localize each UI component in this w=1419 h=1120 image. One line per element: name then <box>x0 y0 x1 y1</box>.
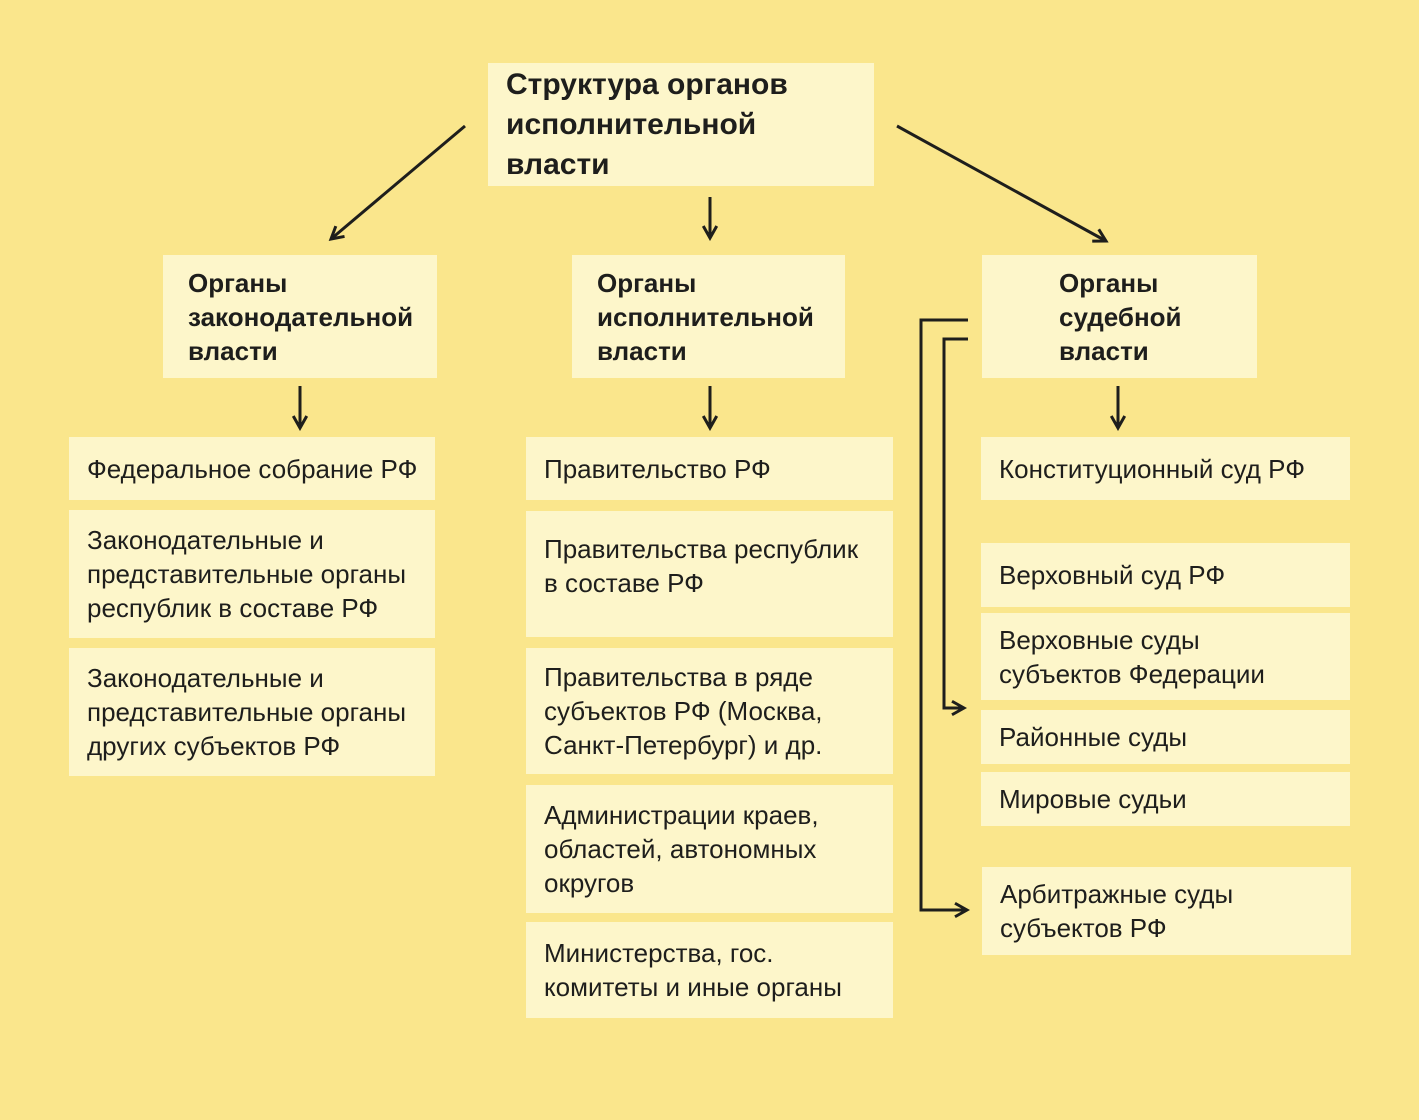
box-supreme-court: Верховный суд РФ <box>981 543 1350 607</box>
title-box: Структура органов исполнительной власти <box>488 63 874 186</box>
header-judicial: Органы судебной власти <box>982 255 1257 378</box>
connector-judicial-to-arbitration-courts <box>919 318 968 910</box>
box-legislative-republics: Законодательные и представительные орган… <box>69 510 435 638</box>
box-supreme-courts-subjects: Верховные суды субъектов Федерации <box>981 613 1350 700</box>
box-legislative-other-subjects: Законодательные и представительные орган… <box>69 648 435 776</box>
header-legislative: Органы законодательной власти <box>163 255 437 378</box>
connector-judicial-to-district-courts <box>942 337 968 708</box>
box-federal-assembly: Федеральное собрание РФ <box>69 437 435 500</box>
box-district-courts: Районные суды <box>981 710 1350 764</box>
box-administrations: Администрации краев, областей, автономны… <box>526 785 893 913</box>
arrow-title-to-legislative <box>331 124 466 239</box>
arrow-title-to-judicial <box>896 124 1106 241</box>
header-executive: Органы исполнительной власти <box>572 255 845 378</box>
box-governments-republics: Правительства республик в составе РФ <box>526 511 893 637</box>
box-government-rf: Правительство РФ <box>526 437 893 500</box>
box-constitutional-court: Конституционный суд РФ <box>981 437 1350 500</box>
box-ministries: Министерства, гос. комитеты и иные орган… <box>526 922 893 1018</box>
box-governments-subjects: Правительства в ряде субъектов РФ (Москв… <box>526 648 893 774</box>
box-magistrate-judges: Мировые судьи <box>981 772 1350 826</box>
box-arbitration-courts: Арбитражные суды субъектов РФ <box>982 867 1351 955</box>
